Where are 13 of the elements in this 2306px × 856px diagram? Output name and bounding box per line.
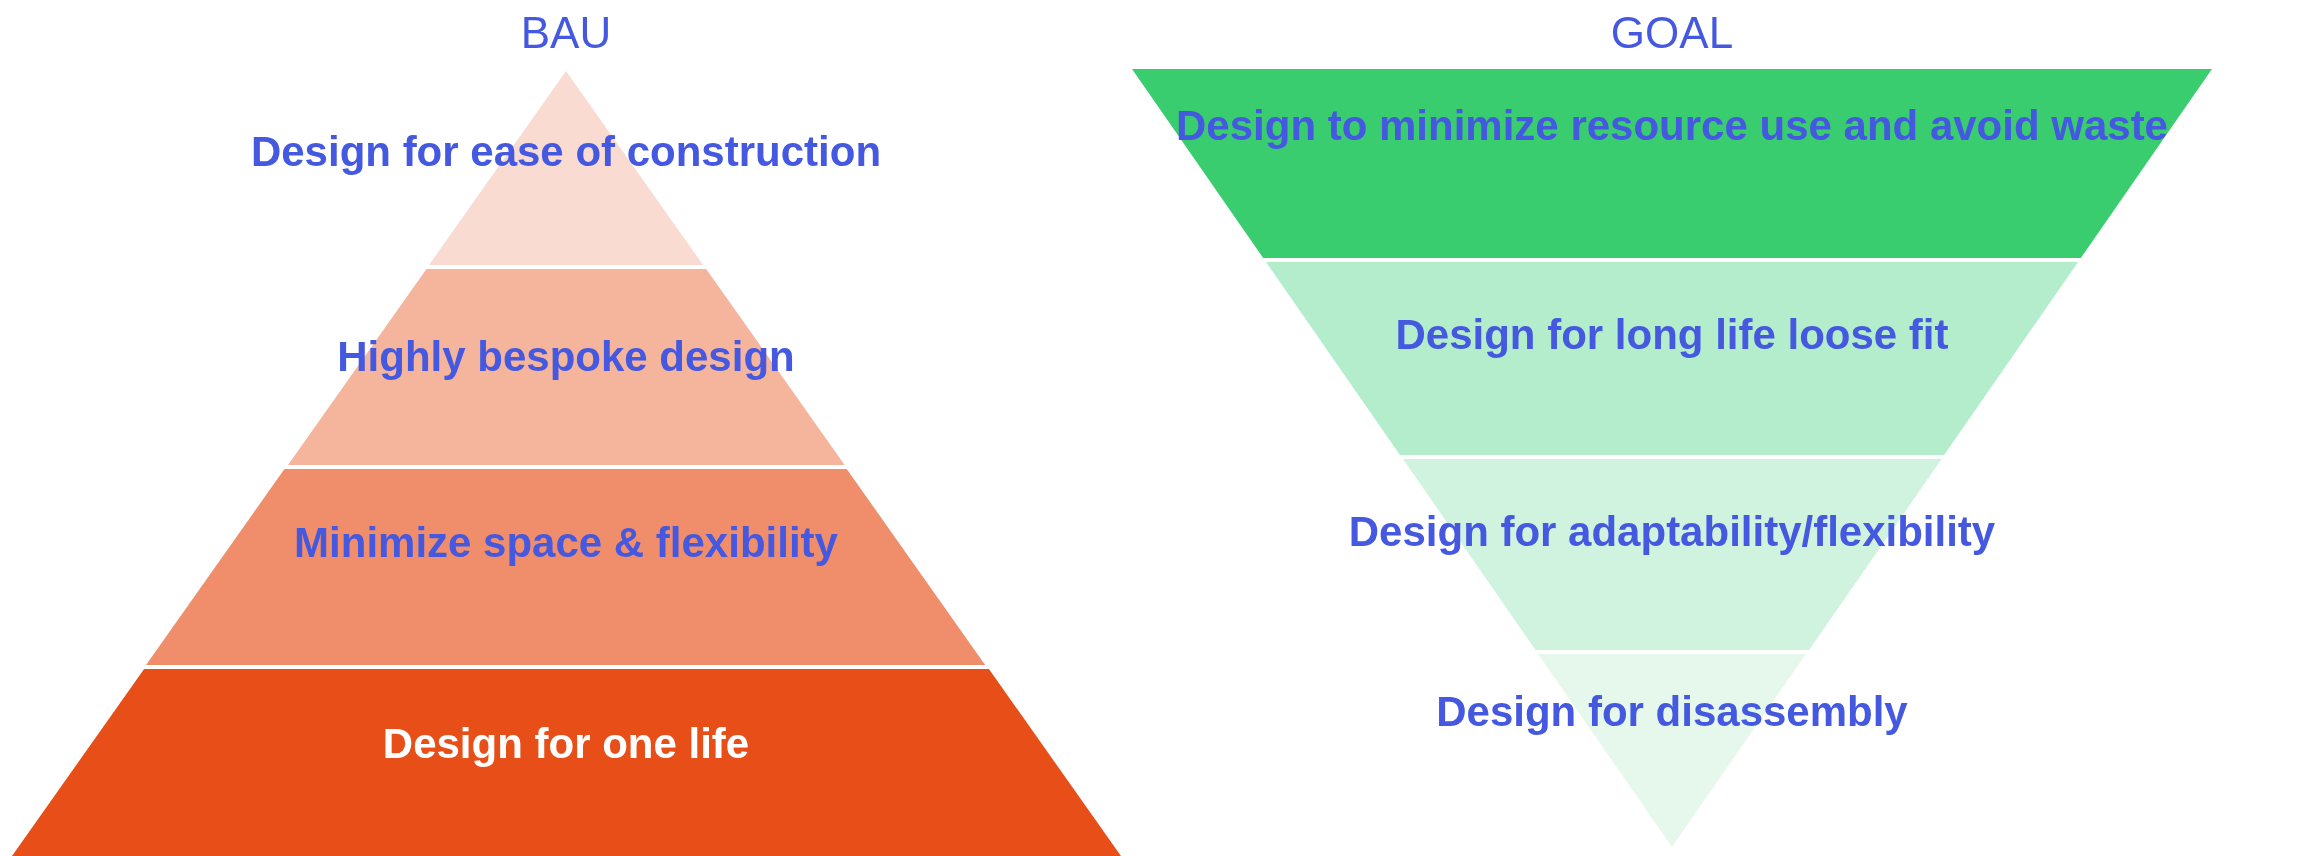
pyramid-band [1132,69,2212,258]
pyramid-band [11,669,1121,856]
pyramid-heading: BAU [520,8,612,58]
band-label: Design for disassembly [1436,686,1908,737]
pyramid-band [146,469,986,665]
band-label: Design for one life [382,718,750,769]
band-label: Design for ease of construction [250,127,882,178]
band-label: Design for adaptability/flexibility [1348,506,1996,557]
pyramid-band [1265,262,2079,455]
band-label: Design for long life loose fit [1395,310,1949,361]
band-label: Design to minimize resource use and avoid waste [1176,100,2168,151]
band-label: Minimize space & flexibility [294,518,838,569]
pyramid-heading: GOAL [1610,8,1734,58]
